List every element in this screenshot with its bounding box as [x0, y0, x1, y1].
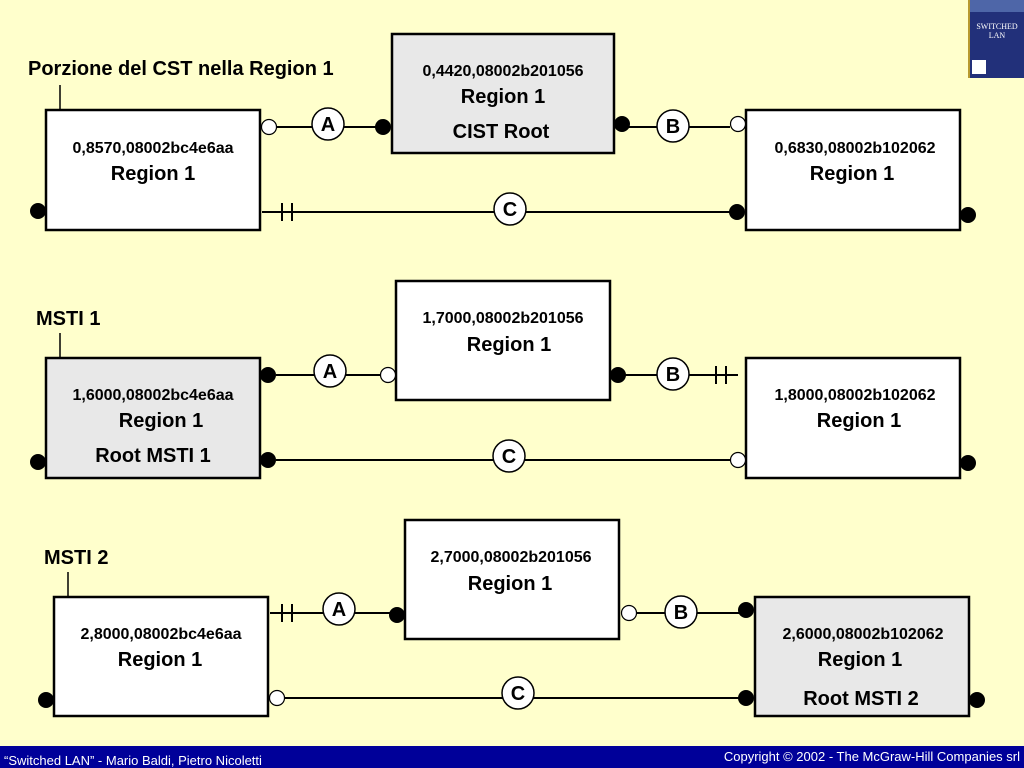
- footer-copyright: Copyright © 2002 - The McGraw-Hill Compa…: [723, 749, 1020, 764]
- footer-bar: “Switched LAN” - Mario Baldi, Pietro Nic…: [0, 746, 1024, 768]
- svg-text:B: B: [674, 602, 688, 624]
- region-label: Region 1: [461, 86, 545, 108]
- diagram-msti-2: MSTI 2 2,8000,08002bc4e6aa Region 1 2,70…: [38, 518, 985, 718]
- port-designated: [614, 116, 630, 132]
- region-label: Region 1: [810, 163, 894, 185]
- bridge-id: 0,8570,08002bc4e6aa: [72, 140, 233, 157]
- port-designated: [729, 204, 745, 220]
- diagram-label: Porzione del CST nella Region 1: [28, 58, 334, 80]
- blocked-port-marker: [281, 203, 293, 221]
- port-designated: [969, 692, 985, 708]
- port-designated: [960, 455, 976, 471]
- svg-text:C: C: [503, 199, 517, 221]
- region-label: Region 1: [118, 649, 202, 671]
- blocked-port-marker: [715, 366, 727, 384]
- link-c-label: C: [492, 439, 526, 473]
- port-alternate: [729, 115, 747, 133]
- link-c-label: C: [501, 676, 535, 710]
- bridge-id: 1,8000,08002b102062: [774, 387, 935, 404]
- book-cover-band: [970, 0, 1024, 12]
- port-alternate: [260, 118, 278, 136]
- region-label: Region 1: [817, 410, 901, 432]
- link-a-label: A: [313, 354, 347, 388]
- port-alternate: [379, 366, 397, 384]
- link-b-label: B: [664, 595, 698, 629]
- link-b-label: B: [656, 109, 690, 143]
- diagram-label: MSTI 1: [36, 308, 100, 330]
- port-designated: [260, 367, 276, 383]
- bridge-id: 2,7000,08002b201056: [430, 549, 591, 566]
- mstp-diagram: Porzione del CST nella Region 1 0,8570,0…: [28, 32, 985, 718]
- bridge-id: 1,6000,08002bc4e6aa: [72, 387, 233, 404]
- port-designated: [610, 367, 626, 383]
- link-b-label: B: [656, 357, 690, 391]
- book-cover-thumbnail: SWITCHED LAN: [968, 0, 1024, 78]
- switch-left: 2,8000,08002bc4e6aa Region 1: [52, 595, 270, 718]
- port-designated: [30, 203, 46, 219]
- port-alternate: [620, 604, 638, 622]
- switch-center: 1,7000,08002b201056 Region 1: [394, 279, 612, 402]
- link-a-label: A: [311, 107, 345, 141]
- diagram-msti-1: MSTI 1 1,6000,08002bc4e6aa Region 1 Root…: [30, 279, 976, 480]
- bridge-id: 1,7000,08002b201056: [422, 310, 583, 327]
- region-label: Region 1: [111, 163, 195, 185]
- region-label: Region 1: [467, 334, 551, 356]
- port-designated: [38, 692, 54, 708]
- bridge-id: 2,8000,08002bc4e6aa: [80, 626, 241, 643]
- switch-center: 2,7000,08002b201056 Region 1: [403, 518, 621, 641]
- svg-text:A: A: [323, 361, 337, 383]
- svg-text:C: C: [511, 683, 525, 705]
- diagram-label: MSTI 2: [44, 547, 108, 569]
- switch-left: 1,6000,08002bc4e6aa Region 1 Root MSTI 1: [44, 356, 262, 480]
- link-a-label: A: [322, 592, 356, 626]
- region-label: Region 1: [119, 410, 203, 432]
- book-cover-title: SWITCHED LAN: [976, 22, 1018, 40]
- switch-right: 0,6830,08002b102062 Region 1: [744, 108, 962, 232]
- root-role-label: Root MSTI 2: [803, 688, 919, 710]
- port-designated: [738, 602, 754, 618]
- bridge-id: 2,6000,08002b102062: [782, 626, 943, 643]
- svg-text:A: A: [321, 114, 335, 136]
- root-role-label: CIST Root: [453, 121, 550, 143]
- diagram-cist: Porzione del CST nella Region 1 0,8570,0…: [28, 32, 976, 232]
- root-role-label: Root MSTI 1: [95, 445, 211, 467]
- svg-text:B: B: [666, 116, 680, 138]
- port-designated: [960, 207, 976, 223]
- bridge-id: 0,4420,08002b201056: [422, 63, 583, 80]
- port-alternate: [268, 689, 286, 707]
- switch-right: 1,8000,08002b102062 Region 1: [744, 356, 962, 480]
- svg-text:A: A: [332, 599, 346, 621]
- switch-center: 0,4420,08002b201056 Region 1 CIST Root: [390, 32, 616, 155]
- svg-text:C: C: [502, 446, 516, 468]
- port-designated: [375, 119, 391, 135]
- port-designated: [260, 452, 276, 468]
- footer-book-credit: “Switched LAN” - Mario Baldi, Pietro Nic…: [4, 753, 262, 768]
- bridge-id: 0,6830,08002b102062: [774, 140, 935, 157]
- link-c-label: C: [493, 192, 527, 226]
- region-label: Region 1: [468, 573, 552, 595]
- switch-right: 2,6000,08002b102062 Region 1 Root MSTI 2: [753, 595, 971, 718]
- book-cover-logo: [972, 60, 986, 74]
- region-label: Region 1: [818, 649, 902, 671]
- port-designated: [389, 607, 405, 623]
- blocked-port-marker: [281, 604, 293, 622]
- port-designated: [30, 454, 46, 470]
- svg-text:B: B: [666, 364, 680, 386]
- port-alternate: [729, 451, 747, 469]
- port-designated: [738, 690, 754, 706]
- switch-left: 0,8570,08002bc4e6aa Region 1: [44, 108, 262, 232]
